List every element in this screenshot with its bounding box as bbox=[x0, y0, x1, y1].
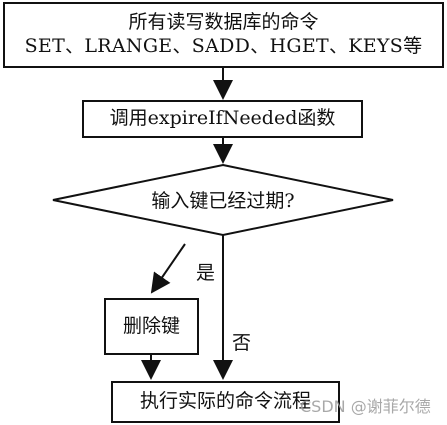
commands-title: 所有读写数据库的命令 bbox=[128, 11, 319, 34]
no-label: 否 bbox=[232, 332, 252, 354]
execute-command-box: 执行实际的命令流程 bbox=[111, 381, 340, 423]
execute-command-label: 执行实际的命令流程 bbox=[139, 390, 311, 413]
commands-box: 所有读写数据库的命令 SET、LRANGE、SADD、HGET、KEYS等 bbox=[3, 2, 444, 68]
commands-examples: SET、LRANGE、SADD、HGET、KEYS等 bbox=[24, 35, 423, 57]
delete-key-label: 删除键 bbox=[122, 314, 180, 337]
call-function-box: 调用expireIfNeeded函数 bbox=[82, 100, 363, 138]
decision-label: 输入键已经过期? bbox=[151, 190, 295, 212]
arrow-yes-to-delete bbox=[150, 243, 186, 294]
call-function-label: 调用expireIfNeeded函数 bbox=[109, 107, 336, 130]
yes-label: 是 bbox=[196, 262, 216, 284]
delete-key-box: 删除键 bbox=[104, 298, 199, 355]
watermark: CSDN @谢菲尔德 bbox=[300, 397, 431, 416]
